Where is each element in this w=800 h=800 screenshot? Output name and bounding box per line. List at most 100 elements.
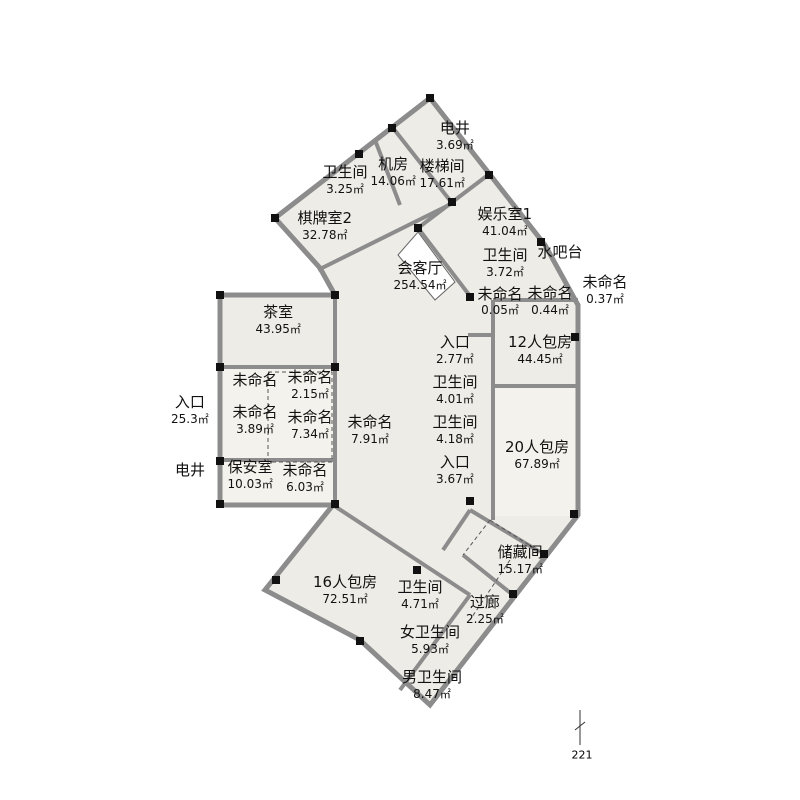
room-name: 卫生间 — [432, 373, 478, 391]
room-area: 25.3 — [171, 412, 209, 427]
room-area: 2.77 — [436, 352, 474, 367]
room-label: 水吧台 — [538, 243, 583, 262]
room-name: 娱乐室1 — [477, 205, 533, 223]
room-area: 67.89 — [505, 457, 569, 472]
room-name: 茶室 — [263, 303, 294, 321]
room-area: 8.47 — [402, 687, 462, 702]
room-name: 未命名 — [232, 370, 278, 389]
room-area: 32.78 — [298, 228, 353, 243]
room-area: 3.67 — [436, 472, 474, 487]
room-area: 43.95 — [256, 322, 301, 337]
room-area: 254.54 — [394, 278, 447, 293]
room-name: 保安室 — [227, 458, 273, 476]
room-area: 2.15 — [288, 387, 333, 402]
room-name: 入口 — [439, 333, 470, 351]
room-area: 7.91 — [348, 432, 393, 447]
room-name: 未命名 — [287, 368, 333, 386]
room-name: 未命名 — [232, 403, 278, 421]
room-area: 4.01 — [433, 392, 478, 407]
room-name: 未命名 — [287, 408, 333, 426]
room-name: 12人包房 — [508, 333, 573, 351]
room-area: 10.03 — [228, 477, 273, 492]
room-name: 机房 — [378, 155, 409, 173]
room-name: 入口 — [174, 393, 205, 411]
scale-marker — [574, 710, 586, 745]
room-area: 4.18 — [433, 432, 478, 447]
room-label: 未命名 — [233, 371, 278, 390]
room-area: 44.45 — [508, 352, 572, 367]
room-area: 17.61 — [420, 176, 465, 191]
room-area: 3.89 — [233, 422, 278, 437]
room-area: 4.71 — [398, 597, 443, 612]
room-area: 6.03 — [283, 480, 328, 495]
room-area: 41.04 — [478, 224, 533, 239]
room-area: 72.51 — [313, 592, 377, 607]
room-area: 3.25 — [323, 182, 368, 197]
room-area: 5.93 — [400, 642, 460, 657]
room-name: 棋牌室2 — [297, 209, 353, 227]
room-name: 女卫生间 — [400, 623, 461, 641]
room-area: 0.44 — [528, 303, 573, 318]
room-name: 20人包房 — [505, 438, 570, 456]
room-name: 会客厅 — [397, 259, 443, 277]
room-area: 0.37 — [583, 292, 628, 307]
room-name: 过廊 — [469, 593, 500, 611]
room-area: 0.05 — [478, 303, 523, 318]
room-name: 未命名 — [282, 461, 328, 479]
room-name: 入口 — [439, 453, 470, 471]
scale-label: 221 — [571, 748, 593, 762]
textured-floor-right — [495, 386, 577, 516]
room-name: 楼梯间 — [419, 157, 465, 175]
room-name: 卫生间 — [322, 163, 368, 181]
room-name: 电井 — [175, 460, 206, 479]
room-area: 3.72 — [483, 265, 528, 280]
room-name: 卫生间 — [432, 413, 478, 431]
room-name: 储藏间 — [497, 543, 543, 561]
room-name: 电井 — [439, 119, 470, 137]
room-name: 男卫生间 — [402, 668, 463, 686]
room-area: 2.25 — [466, 612, 504, 627]
room-area: 14.06 — [371, 174, 416, 189]
room-name: 未命名 — [477, 284, 523, 303]
columns — [216, 94, 579, 645]
room-name: 未命名 — [527, 283, 573, 302]
room-name: 水吧台 — [537, 242, 583, 261]
room-name: 卫生间 — [397, 578, 443, 596]
room-name: 卫生间 — [482, 245, 528, 264]
floor-area — [220, 98, 578, 705]
room-area: 7.34 — [288, 427, 333, 442]
room-area: 3.69 — [436, 138, 474, 153]
room-name: 16人包房 — [313, 573, 378, 591]
